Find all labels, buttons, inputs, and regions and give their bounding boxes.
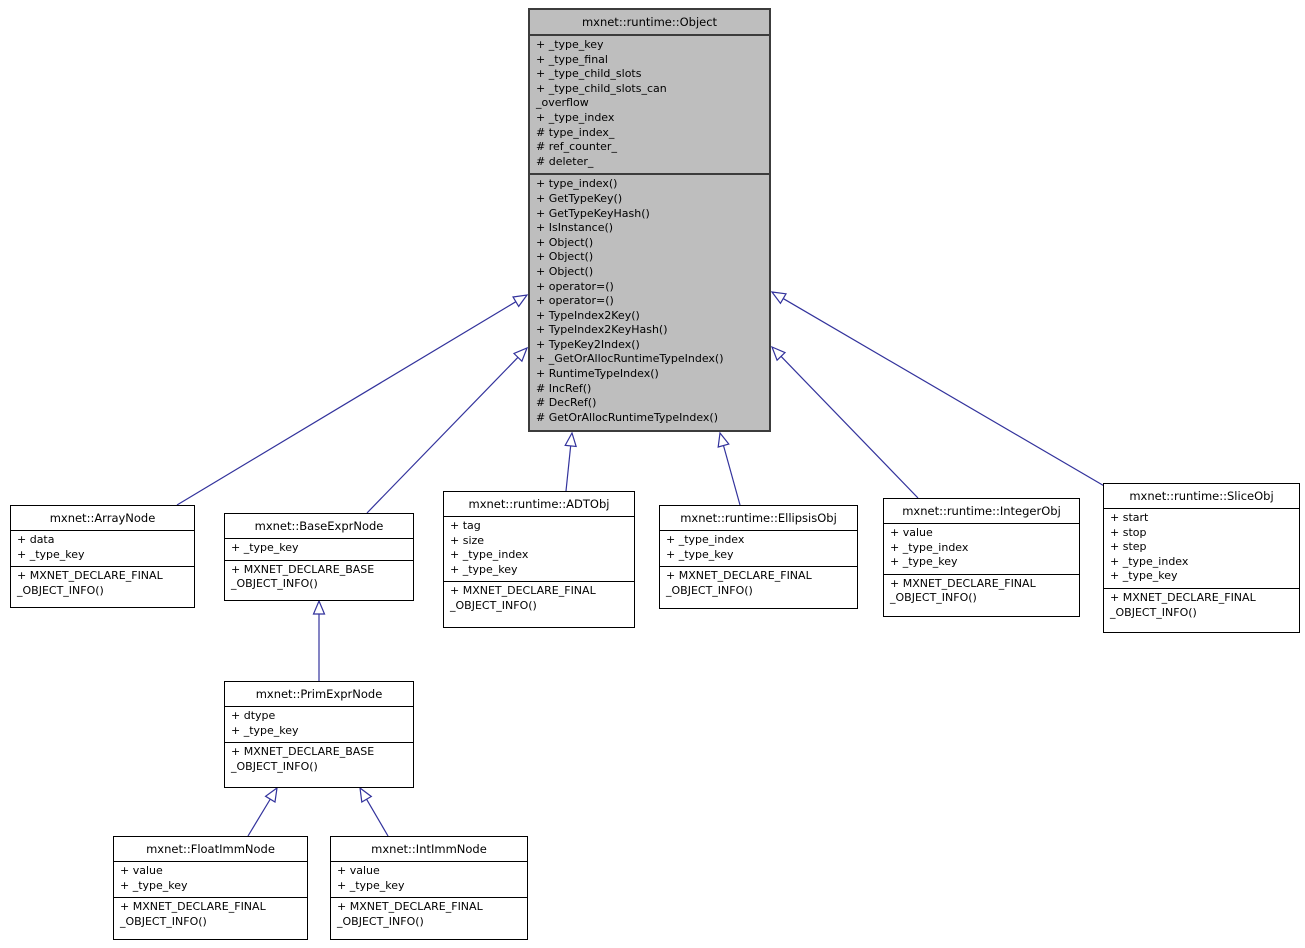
inheritance-edge bbox=[770, 291, 1107, 488]
class-attributes: + dtype + _type_key bbox=[225, 707, 413, 744]
class-methods: + MXNET_DECLARE_BASE _OBJECT_INFO() bbox=[231, 745, 375, 773]
class-attributes: + _type_key bbox=[225, 539, 413, 561]
class-name: mxnet::PrimExprNode bbox=[225, 682, 413, 707]
class-node-mxnet-runtime-integerobj[interactable]: mxnet::runtime::IntegerObj + value + _ty… bbox=[883, 498, 1080, 617]
class-methods: + MXNET_DECLARE_FINAL _OBJECT_INFO() bbox=[666, 569, 812, 597]
class-node-mxnet-floatimmnode[interactable]: mxnet::FloatImmNode + value + _type_key … bbox=[113, 836, 308, 940]
class-name: mxnet::runtime::SliceObj bbox=[1104, 484, 1299, 509]
class-name: mxnet::runtime::ADTObj bbox=[444, 492, 634, 517]
class-methods: + MXNET_DECLARE_FINAL _OBJECT_INFO() bbox=[1110, 590, 1256, 619]
class-node-mxnet-primexprnode[interactable]: mxnet::PrimExprNode + dtype + _type_key … bbox=[224, 681, 414, 788]
class-node-mxnet-arraynode[interactable]: mxnet::ArrayNode + data + _type_key + MX… bbox=[10, 505, 195, 608]
class-methods: + MXNET_DECLARE_FINAL _OBJECT_INFO() bbox=[450, 584, 596, 612]
class-node-mxnet-baseexprnode[interactable]: mxnet::BaseExprNode + _type_key + MXNET_… bbox=[224, 513, 414, 601]
class-attributes: + value + _type_key bbox=[331, 862, 527, 899]
class-name: mxnet::runtime::Object bbox=[530, 10, 769, 36]
class-attributes: + data + _type_key bbox=[11, 531, 194, 568]
class-attributes: + value + _type_index + _type_key bbox=[884, 524, 1079, 575]
inheritance-edge bbox=[564, 431, 577, 492]
class-name: mxnet::runtime::IntegerObj bbox=[884, 499, 1079, 524]
class-name: mxnet::ArrayNode bbox=[11, 506, 194, 531]
inheritance-edge bbox=[247, 786, 278, 837]
class-attributes: + _type_index + _type_key bbox=[660, 531, 857, 568]
class-methods: + MXNET_DECLARE_FINAL _OBJECT_INFO() bbox=[17, 569, 163, 597]
class-node-mxnet-runtime-sliceobj[interactable]: mxnet::runtime::SliceObj + start + stop … bbox=[1103, 483, 1300, 633]
class-methods: + type_index() + GetTypeKey() + GetTypeK… bbox=[536, 177, 724, 424]
inheritance-edge bbox=[770, 345, 919, 499]
inheritance-edge bbox=[717, 431, 741, 506]
class-attributes: + value + _type_key bbox=[114, 862, 307, 899]
class-node-mxnet-runtime-adtobj[interactable]: mxnet::runtime::ADTObj + tag + size + _t… bbox=[443, 491, 635, 628]
class-name: mxnet::runtime::EllipsisObj bbox=[660, 506, 857, 531]
inheritance-edge bbox=[312, 599, 326, 681]
class-name: mxnet::BaseExprNode bbox=[225, 514, 413, 539]
class-attributes: + tag + size + _type_index + _type_key bbox=[444, 517, 634, 583]
class-node-mxnet-runtime-object[interactable]: mxnet::runtime::Object + _type_key + _ty… bbox=[528, 8, 771, 432]
inheritance-edge bbox=[359, 786, 389, 837]
class-attributes: + start + stop + step + _type_index + _t… bbox=[1104, 509, 1299, 589]
class-node-mxnet-runtime-ellipsisobj[interactable]: mxnet::runtime::EllipsisObj + _type_inde… bbox=[659, 505, 858, 609]
inheritance-edge bbox=[176, 294, 529, 506]
class-methods: + MXNET_DECLARE_FINAL _OBJECT_INFO() bbox=[120, 900, 266, 928]
class-methods: + MXNET_DECLARE_FINAL _OBJECT_INFO() bbox=[337, 900, 483, 928]
class-methods: + MXNET_DECLARE_FINAL _OBJECT_INFO() bbox=[890, 576, 1036, 605]
inheritance-edge bbox=[366, 346, 529, 514]
class-name: mxnet::IntImmNode bbox=[331, 837, 527, 862]
class-methods: + MXNET_DECLARE_BASE _OBJECT_INFO() bbox=[231, 562, 375, 591]
class-attributes: + _type_key + _type_final + _type_child_… bbox=[530, 36, 769, 176]
class-node-mxnet-intimmnode[interactable]: mxnet::IntImmNode + value + _type_key + … bbox=[330, 836, 528, 940]
class-name: mxnet::FloatImmNode bbox=[114, 837, 307, 862]
